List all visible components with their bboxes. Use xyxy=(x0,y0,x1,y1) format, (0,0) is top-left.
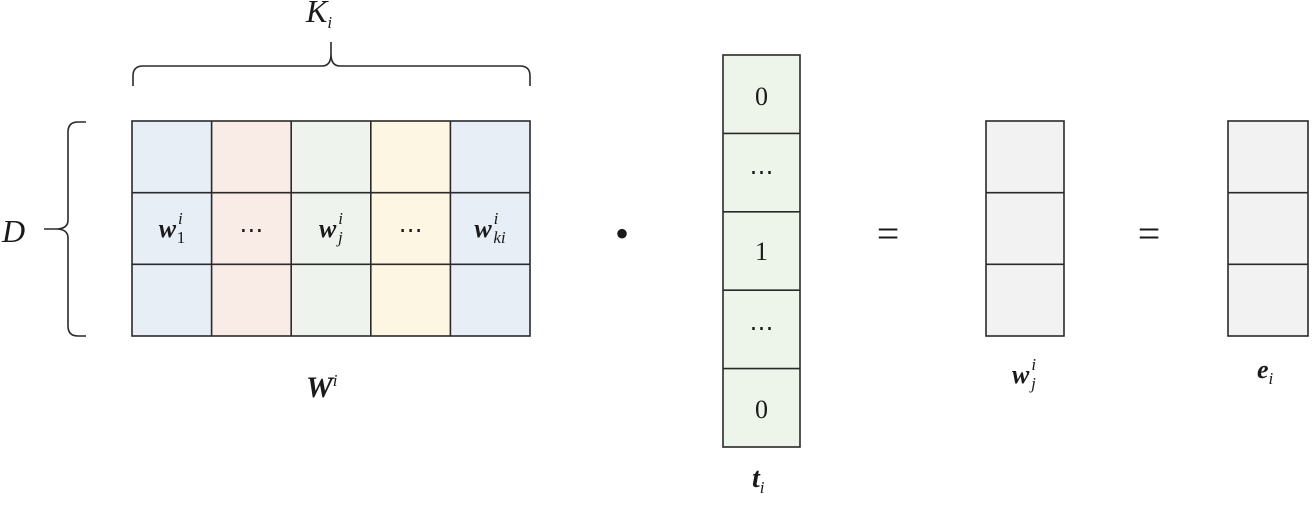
columns-brace xyxy=(132,42,531,86)
vector-t-label: ti xyxy=(752,463,765,497)
dot-operator: • xyxy=(615,211,629,256)
vector-t: 0 ⋯ 1 ⋯ 0 xyxy=(722,54,801,448)
rows-brace xyxy=(44,121,86,337)
matrix-column-2 xyxy=(211,121,292,336)
matrix-w-grid xyxy=(131,120,531,337)
vector-w-fill xyxy=(986,121,1064,336)
vector-t-fill xyxy=(723,55,800,447)
vector-t-cell-2: ⋯ xyxy=(750,160,774,186)
matrix-label: Wi xyxy=(306,371,338,404)
equals-sign-1: = xyxy=(877,211,900,256)
columns-label: Ki xyxy=(305,0,332,32)
vector-e-label: ei xyxy=(1257,355,1274,388)
vector-t-cell-1: 0 xyxy=(755,82,768,111)
matrix-w-columns xyxy=(132,121,530,336)
rows-label: D xyxy=(1,213,25,249)
vector-t-cell-3: 1 xyxy=(755,237,768,266)
equals-sign-2: = xyxy=(1138,211,1161,256)
matrix-column-1 xyxy=(132,121,212,336)
vector-t-cell-5: 0 xyxy=(755,395,768,424)
vector-e-fill xyxy=(1228,121,1308,336)
matrix-column-3 xyxy=(291,121,371,336)
matrix-cell-dots-2: ⋯ xyxy=(399,218,423,244)
vector-t-cell-4: ⋯ xyxy=(750,316,774,342)
vector-w xyxy=(985,120,1065,337)
matrix-cell-dots-1: ⋯ xyxy=(239,218,263,244)
vector-e xyxy=(1227,120,1309,337)
matrix-column-4 xyxy=(370,121,451,336)
matrix-column-5 xyxy=(450,121,530,336)
